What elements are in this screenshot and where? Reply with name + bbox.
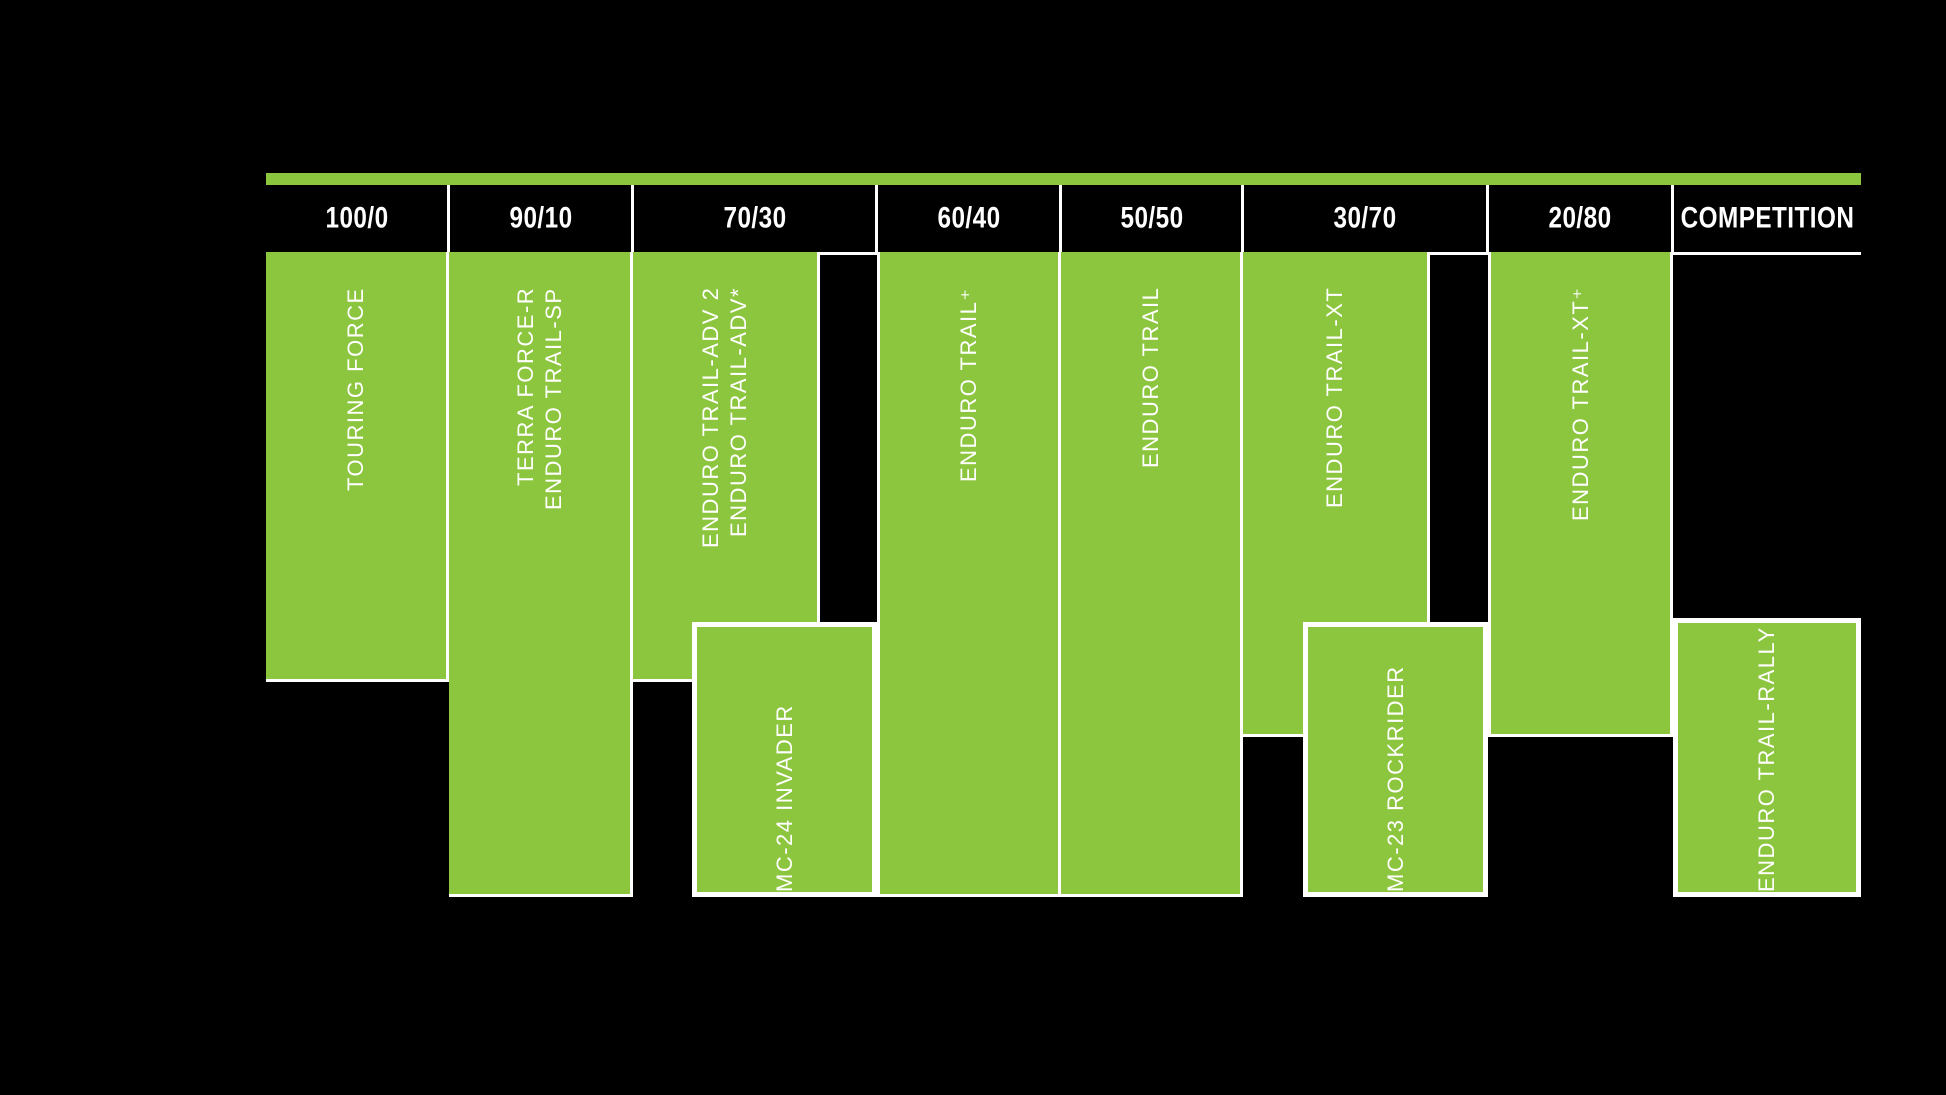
header-50-50: 50/50 <box>1061 185 1243 252</box>
header-label: 100/0 <box>325 201 390 235</box>
block-label: MC-23 ROCKRIDER <box>1382 627 1410 892</box>
block-enduro-trail-rally: ENDURO TRAIL-RALLY <box>1673 618 1861 897</box>
header-90-10: 90/10 <box>449 185 633 252</box>
label-line: ENDURO TRAIL⁺ <box>956 287 981 482</box>
block-touring-force: TOURING FORCE <box>266 252 449 682</box>
block-label: ENDURO TRAIL-ADV 2 ENDURO TRAIL-ADV* <box>697 252 753 679</box>
header-30-70: 30/70 <box>1243 185 1488 252</box>
block-mc-24-invader: MC-24 INVADER <box>692 622 877 897</box>
label-line: ENDURO TRAIL-XT⁺ <box>1567 287 1593 522</box>
label-line: ENDURO TRAIL-RALLY <box>1754 626 1779 892</box>
green-accent-bar <box>266 173 1861 185</box>
column-divider <box>631 185 634 255</box>
header-label: 90/10 <box>509 201 573 235</box>
label-line: ENDURO TRAIL-SP <box>540 287 566 510</box>
block-enduro-trail: ENDURO TRAIL <box>1061 252 1243 897</box>
block-label: TERRA FORCE-R ENDURO TRAIL-SP <box>512 252 568 894</box>
header-60-40: 60/40 <box>877 185 1061 252</box>
column-divider <box>1671 185 1674 255</box>
label-line: TOURING FORCE <box>343 287 368 491</box>
block-enduro-trail-xt-plus: ENDURO TRAIL-XT⁺ <box>1488 252 1673 737</box>
column-divider <box>875 185 878 255</box>
block-enduro-trail-plus: ENDURO TRAIL⁺ <box>877 252 1061 897</box>
block-label: ENDURO TRAIL <box>1137 252 1165 894</box>
header-label: 20/80 <box>1548 201 1613 235</box>
header-label: 50/50 <box>1120 201 1184 235</box>
block-label: TOURING FORCE <box>342 252 370 679</box>
block-label: ENDURO TRAIL⁺ <box>955 252 983 894</box>
column-divider <box>1241 185 1244 255</box>
label-line: MC-23 ROCKRIDER <box>1382 665 1408 892</box>
block-label: ENDURO TRAIL-RALLY <box>1753 623 1781 892</box>
label-line: ENDURO TRAIL-ADV 2 <box>698 287 723 549</box>
block-label: MC-24 INVADER <box>771 627 799 892</box>
header-100-0: 100/0 <box>266 185 449 252</box>
label-line: ENDURO TRAIL-ADV* <box>726 287 751 538</box>
header-competition: COMPETITION <box>1673 185 1861 252</box>
column-divider <box>1486 185 1489 255</box>
block-enduro-trail-adv: ENDURO TRAIL-ADV 2 ENDURO TRAIL-ADV* <box>633 252 820 682</box>
header-label: 60/40 <box>937 201 1001 235</box>
header-70-30: 70/30 <box>633 185 877 252</box>
block-terra-force-r-enduro-trail-sp: TERRA FORCE-R ENDURO TRAIL-SP <box>449 252 633 897</box>
header-label: 30/70 <box>1333 201 1398 235</box>
label-line: ENDURO TRAIL <box>1137 287 1163 469</box>
header-label: 70/30 <box>723 201 787 235</box>
label-line: MC-24 INVADER <box>771 704 797 892</box>
block-mc-23-rockrider: MC-23 ROCKRIDER <box>1303 622 1488 897</box>
header-20-80: 20/80 <box>1488 185 1673 252</box>
block-label: ENDURO TRAIL-XT⁺ <box>1567 252 1595 734</box>
header-label: COMPETITION <box>1680 201 1854 235</box>
column-divider <box>1059 185 1062 255</box>
column-divider <box>447 185 450 255</box>
label-line: TERRA FORCE-R <box>512 287 538 487</box>
